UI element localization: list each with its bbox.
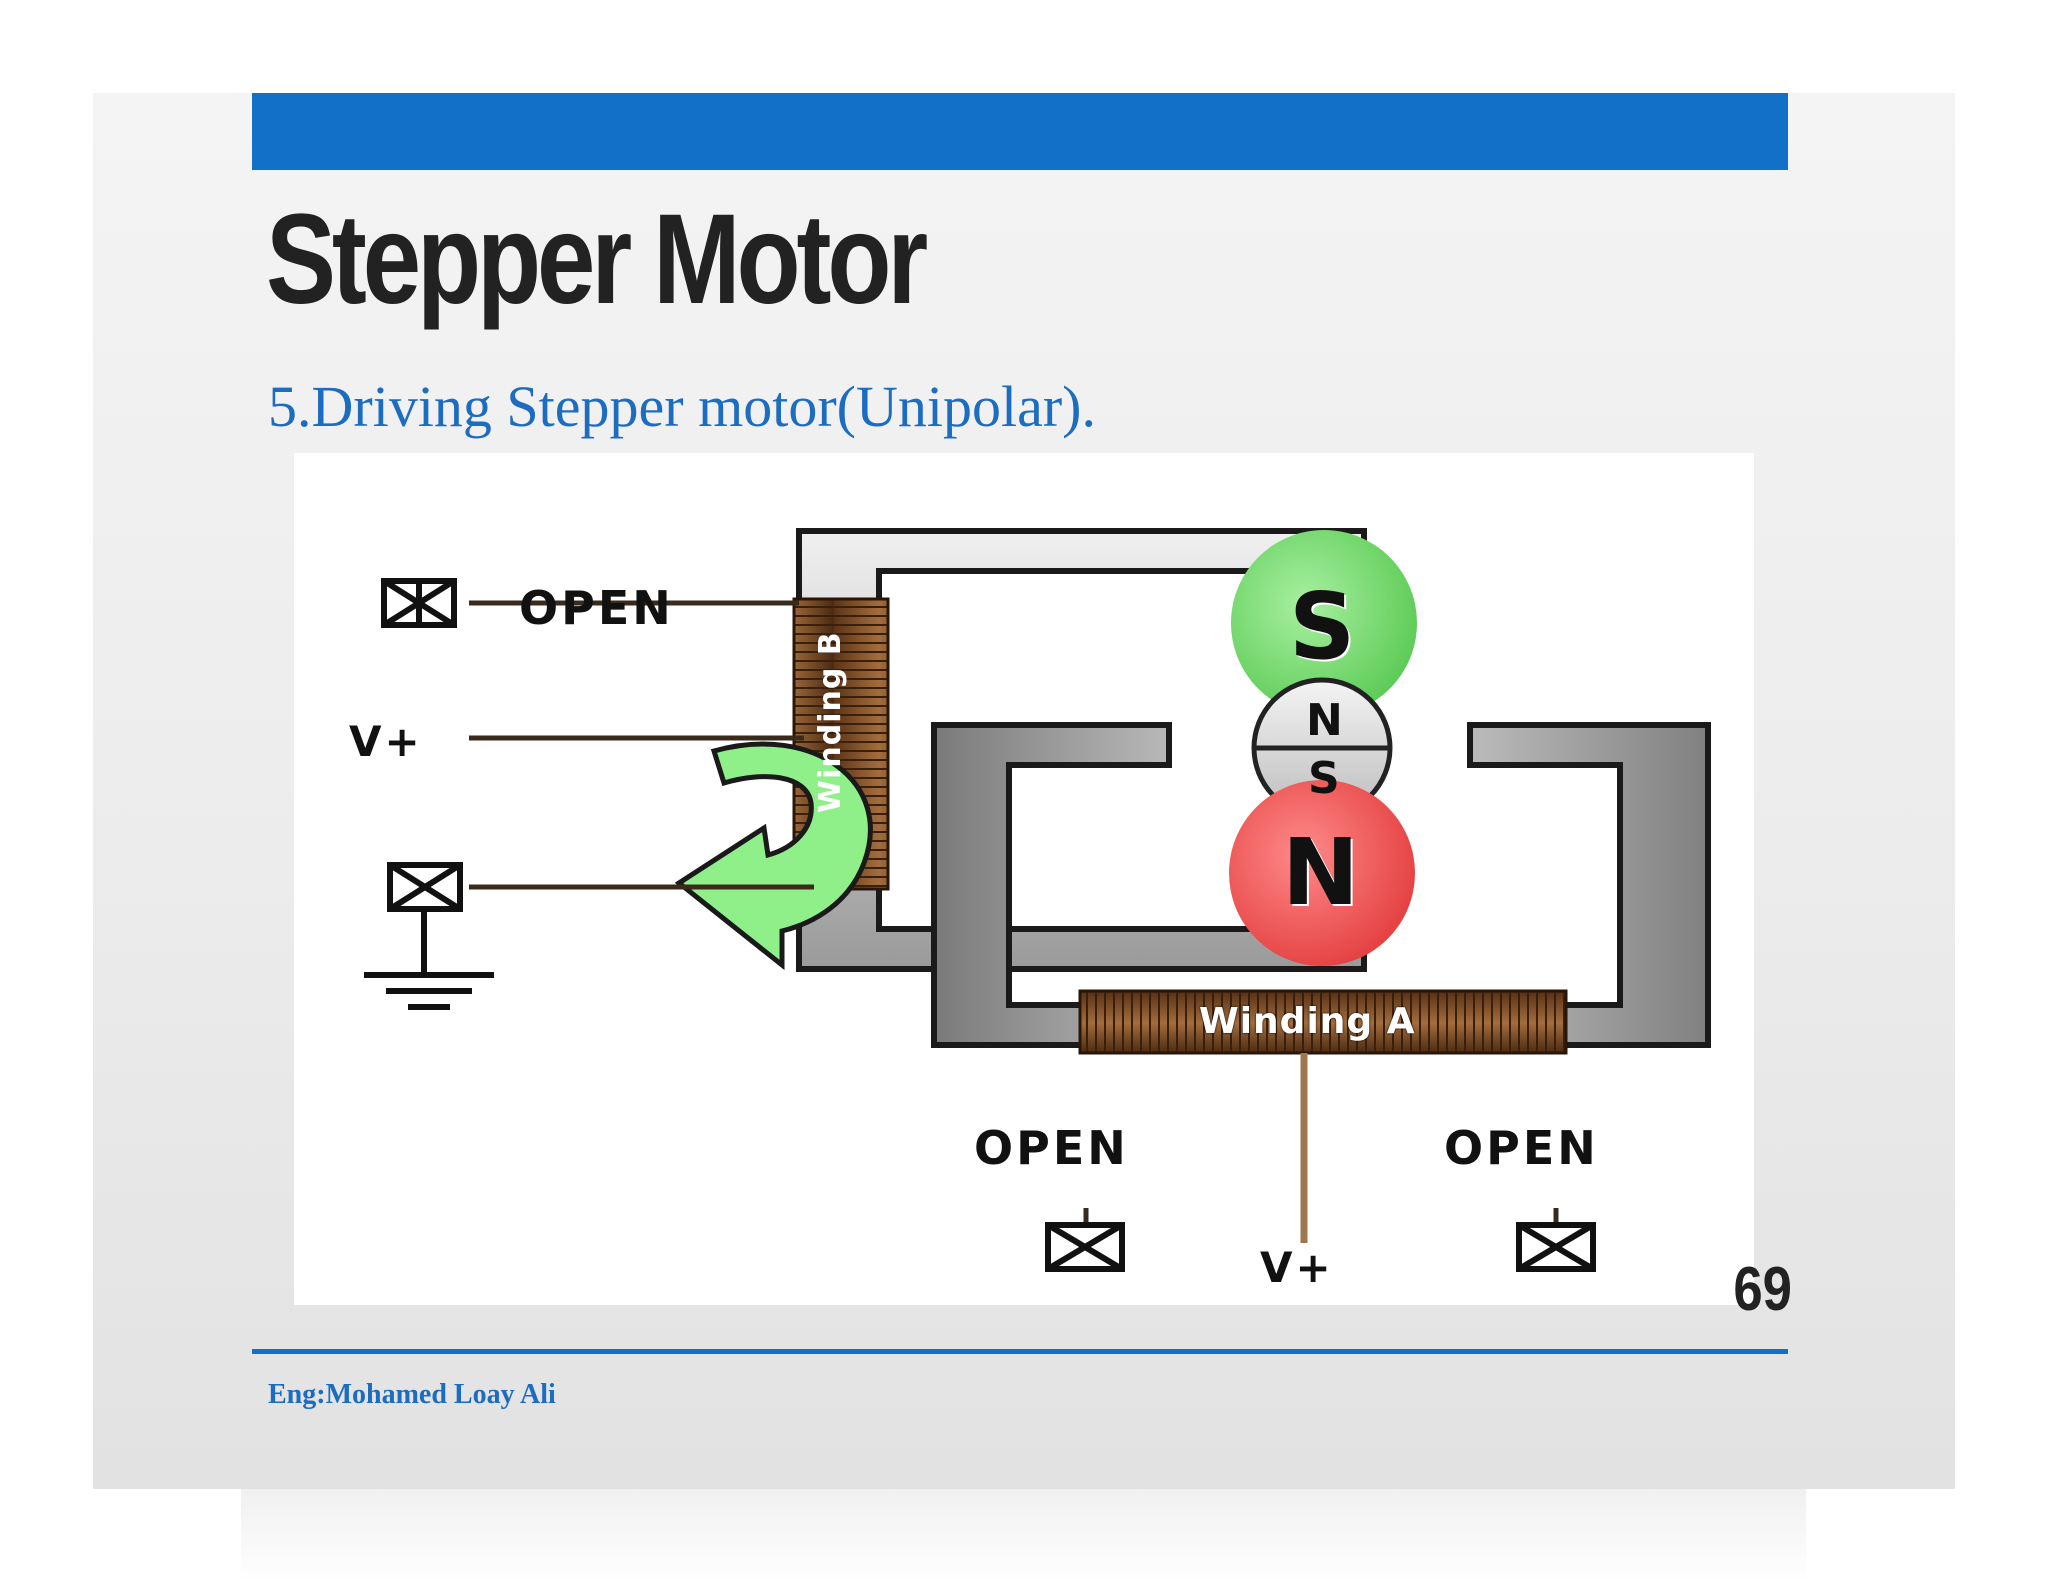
diagram-drawing: [364, 528, 1711, 1272]
footer-author: Eng:Mohamed Loay Ali: [268, 1379, 556, 1410]
label-open-bottom-right: OPEN: [1444, 1121, 1599, 1175]
rotor-magnet-n: N: [1306, 695, 1343, 746]
ground-icon: [364, 911, 494, 1010]
slide-shadow: [241, 1489, 1806, 1582]
rotor-magnet-s: S: [1308, 753, 1340, 804]
switch-open-icon: [387, 862, 463, 912]
label-vplus-bottom: V+: [1260, 1243, 1334, 1292]
switch-open-icon: [1516, 1222, 1596, 1272]
label-open-top: OPEN: [519, 581, 674, 635]
switch-open-icon: [1045, 1222, 1125, 1272]
header-accent-bar: [252, 93, 1788, 170]
stepper-motor-diagram: OPEN V+ Winding B Winding A OPEN OPEN V+…: [294, 453, 1754, 1305]
label-winding-a: Winding A: [1199, 1001, 1416, 1042]
stator-a: [931, 722, 1711, 1048]
rotation-arrow-icon: [674, 741, 873, 971]
switch-open-icon: [381, 578, 457, 628]
rotor-pole-bottom: N: [1282, 819, 1359, 926]
slide-subtitle: 5.Driving Stepper motor(Unipolar).: [268, 374, 1096, 439]
page-number: 69: [1733, 1255, 1792, 1324]
winding-a-coil: [1078, 989, 1568, 1055]
label-open-bottom-left: OPEN: [974, 1121, 1129, 1175]
footer-divider: [252, 1349, 1788, 1354]
label-vplus-left: V+: [349, 717, 423, 766]
rotor: [1229, 530, 1417, 966]
slide-title: Stepper Motor: [266, 188, 928, 331]
label-winding-b: Winding B: [813, 631, 848, 813]
rotor-pole-top: S: [1289, 573, 1356, 680]
